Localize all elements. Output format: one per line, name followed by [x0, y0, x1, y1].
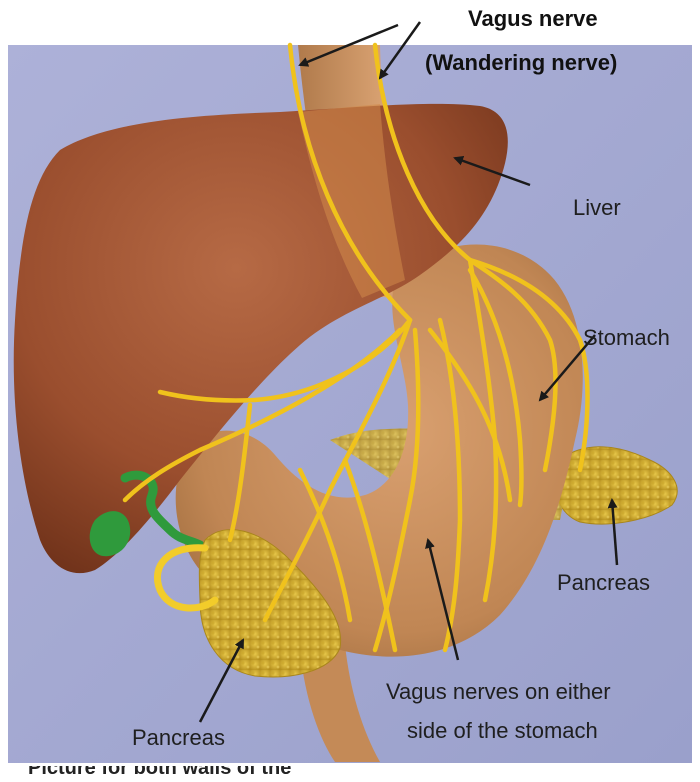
- duodenum: [300, 645, 380, 762]
- arrow-vagus-nerves: [425, 538, 460, 661]
- label-vagus-nerves-line1: Vagus nerves on either: [386, 679, 611, 704]
- arrow-pancreas-left: [198, 638, 245, 723]
- label-pancreas-left: Pancreas: [132, 725, 225, 750]
- vagus-nerves: [122, 42, 590, 653]
- arrow-pancreas-right: [607, 498, 619, 566]
- label-wandering-nerve: (Wandering nerve): [425, 50, 618, 75]
- arrow-stomach: [538, 334, 596, 402]
- cropped-caption: Picture for both walls of the: [28, 766, 388, 782]
- esophagus-overlap: [298, 104, 405, 298]
- arrow-vagus-right: [378, 21, 422, 80]
- label-vagus-nerves-line2: side of the stomach: [407, 718, 598, 743]
- pointer-arrows: [198, 21, 619, 723]
- label-liver: Liver: [573, 195, 621, 220]
- arrow-vagus-left: [298, 23, 399, 67]
- arrow-liver: [453, 156, 531, 187]
- duct-loop: [153, 544, 219, 612]
- gallbladder: [89, 511, 131, 557]
- pancreas-right-shape: [554, 446, 678, 525]
- label-pancreas-right: Pancreas: [557, 570, 650, 595]
- pancreas-left-shape: [198, 529, 342, 678]
- label-vagus-nerve: Vagus nerve: [468, 6, 598, 31]
- caption-text: Picture for both walls of the: [28, 766, 292, 779]
- label-stomach: Stomach: [583, 325, 670, 350]
- bile-duct: [120, 470, 205, 550]
